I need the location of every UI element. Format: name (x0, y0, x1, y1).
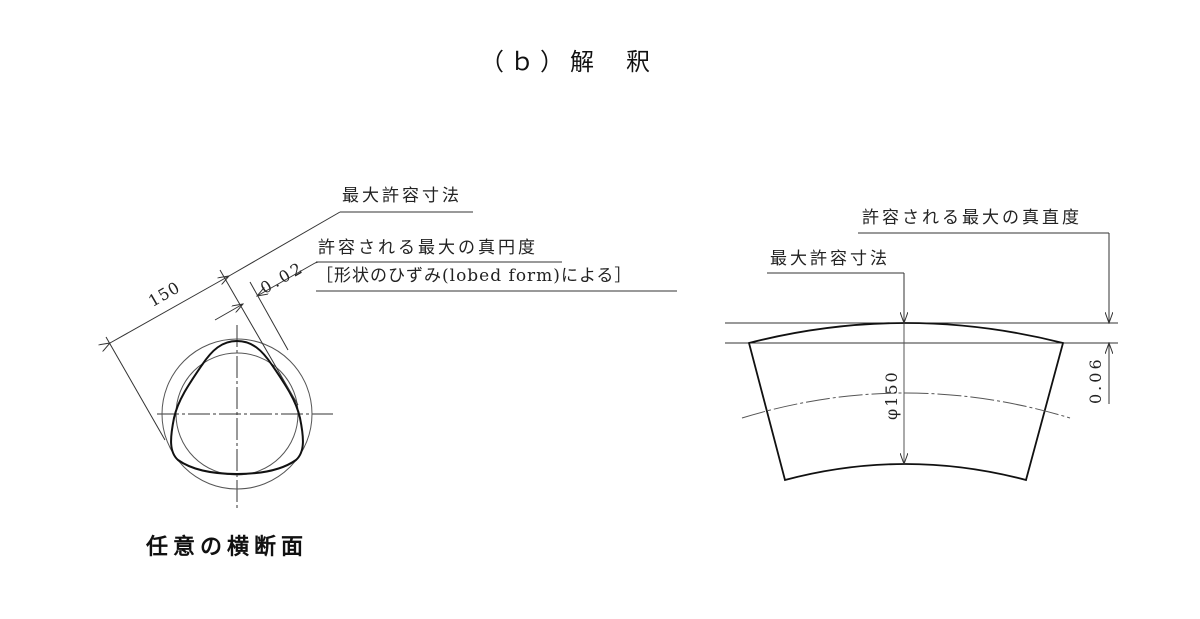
figure-title: （ｂ）解釈 (480, 50, 656, 74)
figure-title-label: （ｂ） (480, 48, 570, 76)
right-straightness-label: 許容される最大の真直度 (862, 208, 1082, 228)
outer-circle (161, 338, 313, 490)
bent-shaft-outline (747, 322, 1065, 482)
center-arc (741, 392, 1071, 419)
left-roundness-label-line-1: 許容される最大の真円度 (318, 238, 538, 258)
longitudinal-section-figure (725, 232, 1118, 482)
cross-section-figure (105, 211, 677, 508)
cross-section-caption: 任意の横断面 (146, 535, 309, 560)
roundness-arrow-inner (214, 304, 243, 321)
diameter-dimension-line (110, 276, 229, 343)
left-roundness-label-line-2: ［形状のひずみ(lobed form)による］ (316, 266, 633, 286)
right-straightness-dimension-value: 0.06 (1086, 356, 1105, 404)
roundness-arrow-outer (257, 262, 316, 296)
extension-line-left (105, 336, 166, 441)
max-size-leader-line (228, 211, 341, 277)
figure-title-word-2: 釈 (626, 48, 656, 76)
extension-line-right-outer (219, 269, 299, 406)
right-diameter-dimension-value: φ150 (882, 370, 901, 420)
figure-title-word-1: 解 (570, 48, 600, 76)
right-max-size-label: 最大許容寸法 (770, 249, 890, 269)
lobed-form-outline (170, 339, 304, 476)
left-max-size-label: 最大許容寸法 (342, 186, 462, 206)
